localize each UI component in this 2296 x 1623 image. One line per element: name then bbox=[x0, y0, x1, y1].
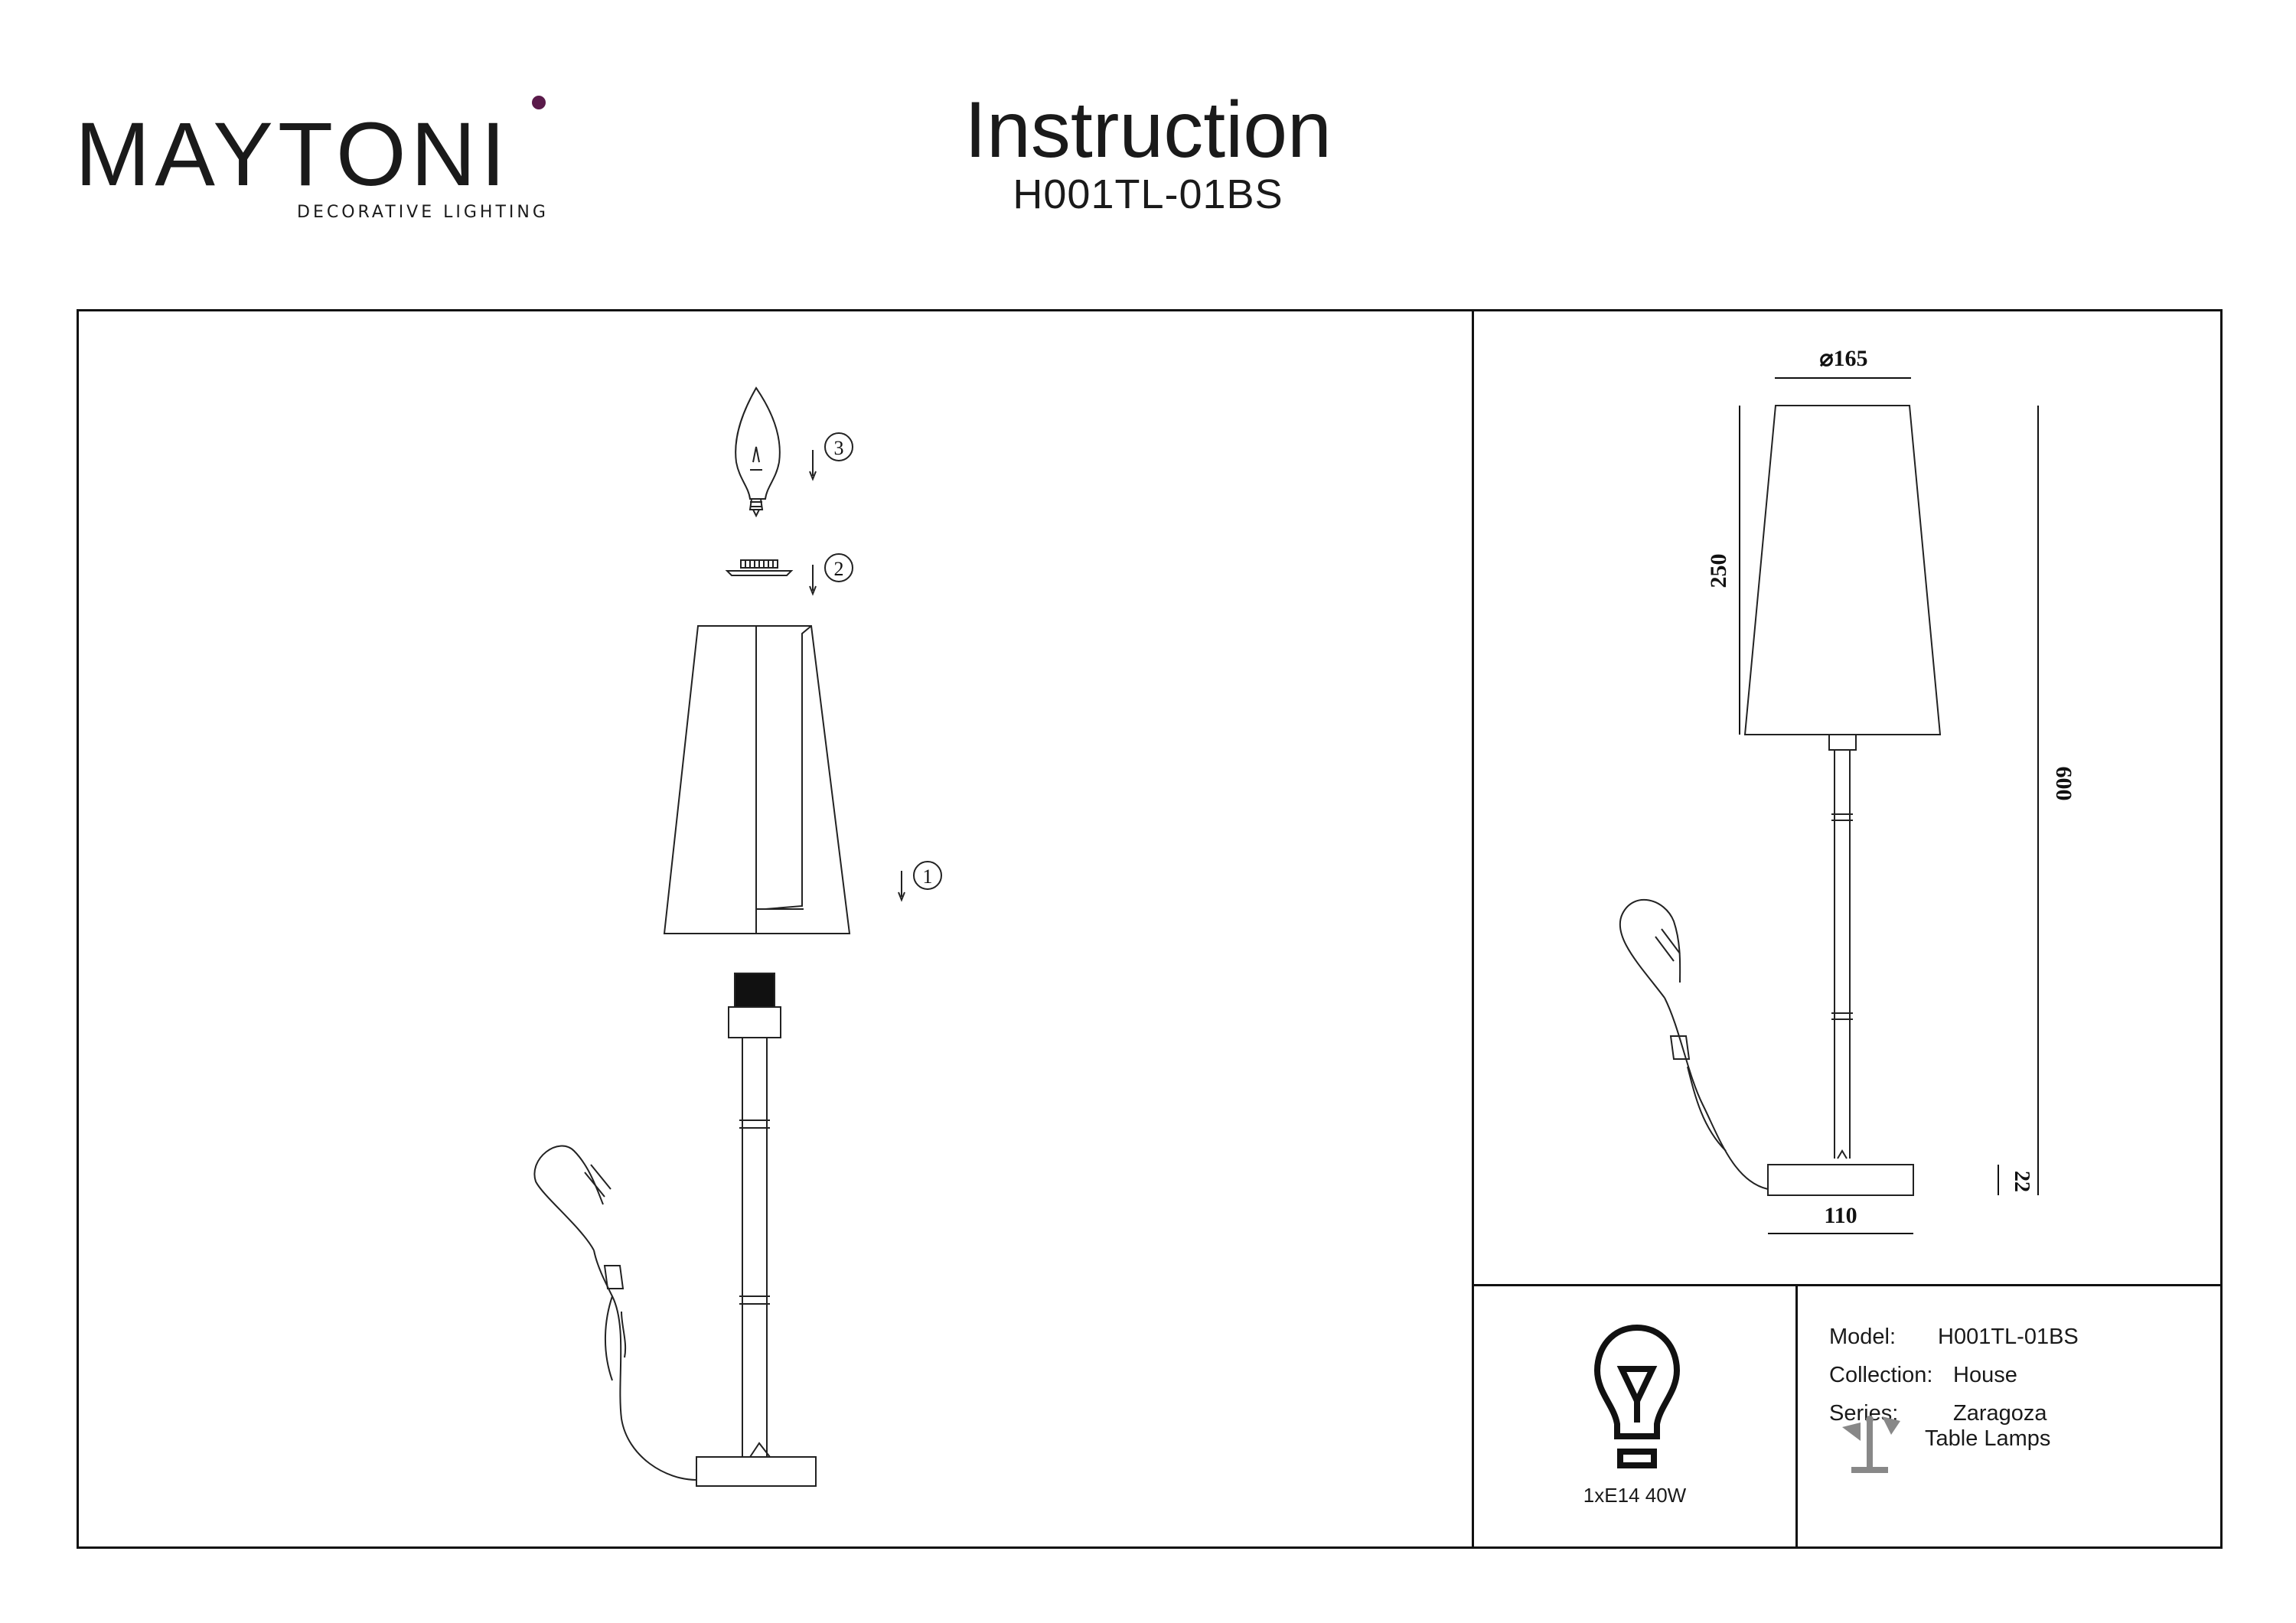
spec-model-value: H001TL-01BS bbox=[1938, 1325, 2079, 1349]
lampshade-icon bbox=[663, 625, 851, 934]
panel-divider bbox=[1795, 1284, 1798, 1549]
instruction-frame bbox=[77, 309, 2223, 1549]
bulb-icon bbox=[1591, 1322, 1683, 1475]
dimension-stem bbox=[1767, 734, 1914, 1196]
shade-height-label: 250 bbox=[1706, 554, 1731, 588]
step-marker-3: 3 bbox=[809, 432, 853, 481]
document-model-number: H001TL-01BS bbox=[1013, 171, 1283, 217]
spec-type-value: Table Lamps bbox=[1925, 1426, 2051, 1451]
bulb-type-label: 1xE14 40W bbox=[1583, 1484, 1687, 1507]
dimension-diagram: ⌀165 250 600 22 110 bbox=[1473, 309, 2223, 1286]
bulb-spec-cell: 1xE14 40W bbox=[1474, 1286, 1795, 1549]
step-marker-1: 1 bbox=[898, 861, 942, 902]
light-bulb-icon bbox=[735, 386, 781, 518]
spec-collection-value: House bbox=[1953, 1363, 2017, 1387]
dimension-shade bbox=[1743, 405, 1942, 735]
svg-text:2: 2 bbox=[834, 558, 844, 580]
product-spec-cell: Model: H001TL-01BS Collection: House Ser… bbox=[1798, 1286, 2223, 1549]
lamp-base-icon bbox=[533, 973, 817, 1487]
logo-accent-dot bbox=[532, 96, 546, 109]
base-height-label: 22 bbox=[2010, 1171, 2033, 1192]
total-height-label: 600 bbox=[2051, 767, 2076, 801]
spec-model-label: Model: bbox=[1829, 1325, 1896, 1349]
logo-wordmark: MAYTONI bbox=[75, 104, 510, 205]
maytoni-logo: MAYTONI DECORATIVE LIGHTING bbox=[75, 92, 550, 230]
svg-text:3: 3 bbox=[834, 437, 844, 459]
spec-row-series: Series: Zaragoza bbox=[1829, 1400, 2047, 1427]
document-title: Instruction bbox=[964, 86, 1332, 174]
spec-collection-label: Collection: bbox=[1829, 1363, 1933, 1387]
panel-divider bbox=[1472, 1284, 2223, 1286]
svg-text:1: 1 bbox=[923, 865, 933, 888]
assembly-diagram: 3 2 1 bbox=[77, 309, 1473, 1549]
dimension-cable bbox=[1619, 899, 1769, 1190]
logo-tagline: DECORATIVE LIGHTING bbox=[297, 203, 549, 222]
table-lamp-icon bbox=[1835, 1410, 1911, 1476]
shade-diameter-label: ⌀165 bbox=[1819, 346, 1867, 371]
spec-row-collection: Collection: House bbox=[1829, 1361, 2017, 1389]
panel-divider bbox=[1472, 309, 1474, 1549]
spec-row-model: Model: H001TL-01BS bbox=[1829, 1323, 2079, 1351]
spec-series-value: Zaragoza bbox=[1953, 1401, 2047, 1426]
ring-nut-icon bbox=[725, 559, 794, 576]
step-marker-2: 2 bbox=[809, 553, 853, 596]
base-width-label: 110 bbox=[1824, 1203, 1857, 1228]
